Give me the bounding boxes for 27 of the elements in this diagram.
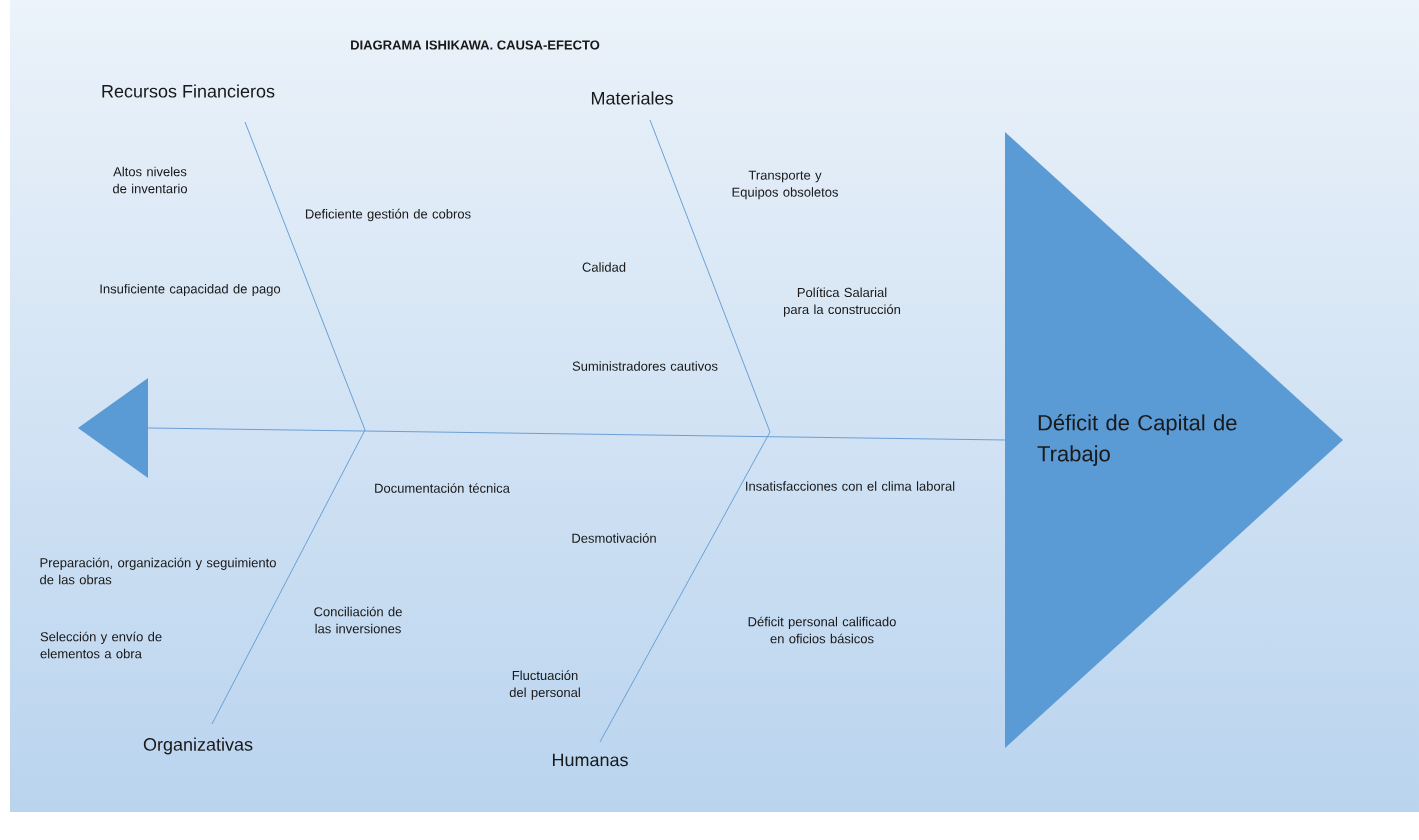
- cause-label: Suministradores cautivos: [572, 361, 718, 371]
- cause-label: Documentación técnica: [375, 483, 510, 493]
- bone-line: [599, 431, 771, 743]
- cause-label: Transporte y Equipos obsoletos: [732, 170, 838, 200]
- category-label: Materiales: [591, 91, 673, 105]
- cause-label: Insuficiente capacidad de pago: [100, 283, 281, 297]
- category-label: Organizativas: [143, 737, 253, 755]
- category-label: Recursos Financieros: [102, 84, 275, 98]
- title: DIAGRAMA ISHIKAWA. CAUSA-EFECTO: [351, 40, 600, 50]
- spine-line: [147, 427, 1006, 441]
- cause-label: Deficiente gestión de cobros: [305, 208, 471, 222]
- cause-label: Calidad: [582, 262, 626, 272]
- cause-label: Fluctuación del personal: [509, 670, 580, 700]
- cause-label: Altos niveles de inventario: [113, 166, 187, 194]
- cause-label: Selección y envío de elementos a obra: [40, 631, 162, 659]
- cause-label: Desmotivación: [572, 533, 656, 543]
- bone-line: [244, 121, 366, 431]
- cause-label: Política Salarial para la construcción: [783, 287, 900, 317]
- cause-label: Insatisfacciones con el clima laboral: [746, 481, 955, 491]
- tail-triangle: [78, 378, 148, 478]
- bone-line: [211, 429, 366, 725]
- category-label: Humanas: [552, 753, 628, 767]
- cause-label: Preparación, organización y seguimiento de las obras: [40, 557, 276, 585]
- cause-label: Déficit personal calificado en oficios básicos: [748, 616, 896, 644]
- effect-head: Déficit de Capital de Trabajo: [1005, 132, 1343, 748]
- cause-label: Conciliación de las inversiones: [314, 606, 402, 634]
- bone-line: [649, 119, 771, 433]
